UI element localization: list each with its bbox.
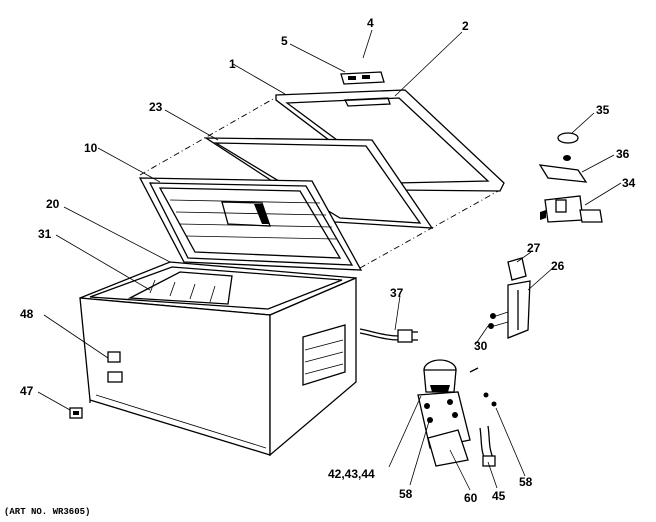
power-cord [359, 328, 418, 343]
label-part-47: 47 [20, 384, 34, 398]
art-number: (ART NO. WR3605) [4, 507, 90, 517]
label-part-10: 10 [84, 141, 98, 155]
label-part-60: 60 [464, 491, 478, 505]
alignment-lines [139, 94, 501, 269]
label-part-31: 31 [38, 227, 52, 241]
leader-lines [37, 29, 622, 491]
label-part-48: 48 [20, 307, 34, 321]
lid-handle [340, 71, 391, 107]
label-part-35: 35 [596, 103, 610, 117]
label-part-20: 20 [46, 197, 60, 211]
drain-plug [69, 407, 83, 419]
label-part-26: 26 [551, 259, 565, 273]
label-part-34: 34 [622, 176, 636, 190]
part-labels: 1 2 4 5 10 23 20 31 48 47 37 35 36 34 27… [20, 16, 636, 505]
label-part-37: 37 [390, 286, 404, 300]
label-part-4: 4 [367, 16, 374, 30]
label-part-2: 2 [462, 19, 469, 33]
label-part-58-left: 58 [399, 487, 413, 501]
hinge-assembly [488, 257, 531, 339]
compressor-relay-assembly [417, 359, 497, 467]
label-part-27: 27 [527, 241, 541, 255]
label-part-42-43-44: 42,43,44 [328, 467, 375, 481]
label-part-1: 1 [229, 57, 236, 71]
label-part-23: 23 [149, 100, 163, 114]
label-part-30: 30 [474, 339, 488, 353]
wire-harness [479, 425, 496, 467]
label-part-45: 45 [492, 489, 506, 503]
label-part-58-right: 58 [519, 475, 533, 489]
label-part-36: 36 [616, 147, 630, 161]
thermostat-bracket [538, 132, 603, 223]
freezer-cabinet [79, 261, 357, 457]
label-part-5: 5 [281, 34, 288, 48]
lid-assembly [138, 177, 363, 271]
